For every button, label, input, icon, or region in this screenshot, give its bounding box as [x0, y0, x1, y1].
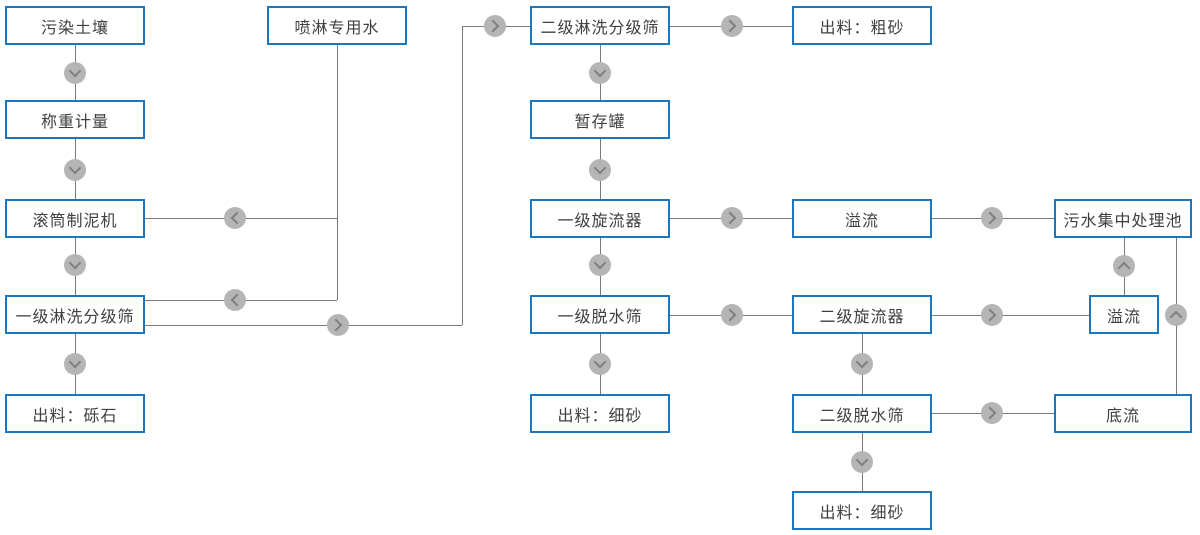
- node-output-fine-sand-1: 出料：细砂: [530, 394, 670, 433]
- node-label: 喷淋专用水: [294, 19, 380, 37]
- node-label: 出料：细砂: [557, 407, 643, 425]
- arrow-marker: [589, 62, 611, 84]
- chevron-right-icon: [983, 308, 997, 322]
- arrow-marker: [589, 159, 611, 181]
- arrow-marker: [851, 451, 873, 473]
- chevron-down-icon: [855, 453, 869, 467]
- arrow-marker: [484, 15, 506, 37]
- node-stage2-cyclone: 二级旋流器: [792, 295, 932, 334]
- chevron-down-icon: [593, 256, 607, 270]
- node-contaminated-soil: 污染土壤: [5, 6, 145, 45]
- node-label: 一级淋洗分级筛: [15, 308, 135, 326]
- arrow-marker: [327, 314, 349, 336]
- arrow-marker: [64, 62, 86, 84]
- chevron-down-icon: [593, 64, 607, 78]
- arrow-marker: [1165, 304, 1187, 326]
- node-overflow-2: 溢流: [1089, 295, 1159, 334]
- node-label: 二级淋洗分级筛: [540, 19, 660, 37]
- chevron-right-icon: [983, 406, 997, 420]
- arrow-marker: [64, 254, 86, 276]
- node-output-coarse-sand: 出料：粗砂: [792, 6, 932, 45]
- arrow-marker: [589, 353, 611, 375]
- arrow-marker: [224, 207, 246, 229]
- node-drum-mud-maker: 滚筒制泥机: [5, 199, 145, 238]
- arrow-marker: [224, 289, 246, 311]
- node-overflow-1: 溢流: [792, 199, 932, 238]
- chevron-down-icon: [593, 161, 607, 175]
- arrow-marker: [1113, 255, 1135, 277]
- node-wastewater-treatment-pool: 污水集中处理池: [1054, 199, 1192, 238]
- node-label: 污水集中处理池: [1063, 212, 1183, 230]
- node-label: 出料：砾石: [32, 407, 118, 425]
- arrow-marker: [589, 254, 611, 276]
- chevron-right-icon: [983, 211, 997, 225]
- chevron-left-icon: [230, 293, 244, 307]
- arrow-marker: [981, 207, 1003, 229]
- arrow-marker: [851, 353, 873, 375]
- node-label: 二级脱水筛: [819, 407, 905, 425]
- flow-line: [337, 45, 338, 300]
- chevron-down-icon: [593, 355, 607, 369]
- node-label: 污染土壤: [40, 19, 109, 37]
- node-stage2-dewatering-screen: 二级脱水筛: [792, 394, 932, 433]
- chevron-left-icon: [230, 211, 244, 225]
- arrow-marker: [721, 304, 743, 326]
- arrow-marker: [64, 353, 86, 375]
- node-output-fine-sand-2: 出料：细砂: [792, 491, 932, 530]
- node-label: 二级旋流器: [819, 308, 905, 326]
- chevron-down-icon: [68, 64, 82, 78]
- node-stage1-dewatering-screen: 一级脱水筛: [530, 295, 670, 334]
- node-label: 一级脱水筛: [557, 308, 643, 326]
- flow-line: [462, 26, 463, 325]
- chevron-down-icon: [855, 355, 869, 369]
- chevron-right-icon: [723, 211, 737, 225]
- arrow-marker: [981, 402, 1003, 424]
- chevron-down-icon: [68, 161, 82, 175]
- node-label: 称重计量: [40, 113, 109, 131]
- node-underflow: 底流: [1054, 394, 1192, 433]
- chevron-right-icon: [486, 19, 500, 33]
- node-label: 滚筒制泥机: [32, 212, 118, 230]
- chevron-down-icon: [68, 256, 82, 270]
- chevron-down-icon: [68, 355, 82, 369]
- node-buffer-tank: 暂存罐: [530, 100, 670, 139]
- node-spray-water: 喷淋专用水: [267, 6, 407, 45]
- node-stage1-washing-screen: 一级淋洗分级筛: [5, 295, 145, 334]
- chevron-up-icon: [1169, 310, 1183, 324]
- arrow-marker: [981, 304, 1003, 326]
- chevron-right-icon: [723, 308, 737, 322]
- flow-line: [932, 315, 1089, 316]
- node-label: 溢流: [1106, 308, 1141, 326]
- node-output-gravel: 出料：砾石: [5, 394, 145, 433]
- arrow-marker: [64, 159, 86, 181]
- node-stage2-washing-screen: 二级淋洗分级筛: [530, 6, 670, 45]
- node-weighing-metering: 称重计量: [5, 100, 145, 139]
- arrow-marker: [721, 15, 743, 37]
- node-stage1-cyclone: 一级旋流器: [530, 199, 670, 238]
- chevron-right-icon: [723, 19, 737, 33]
- node-label: 底流: [1105, 407, 1140, 425]
- chevron-up-icon: [1117, 261, 1131, 275]
- node-label: 一级旋流器: [557, 212, 643, 230]
- flow-line: [145, 325, 462, 326]
- node-label: 出料：粗砂: [819, 19, 905, 37]
- chevron-right-icon: [329, 318, 343, 332]
- node-label: 溢流: [844, 212, 879, 230]
- node-label: 暂存罐: [574, 113, 626, 131]
- arrow-marker: [721, 207, 743, 229]
- node-label: 出料：细砂: [819, 504, 905, 522]
